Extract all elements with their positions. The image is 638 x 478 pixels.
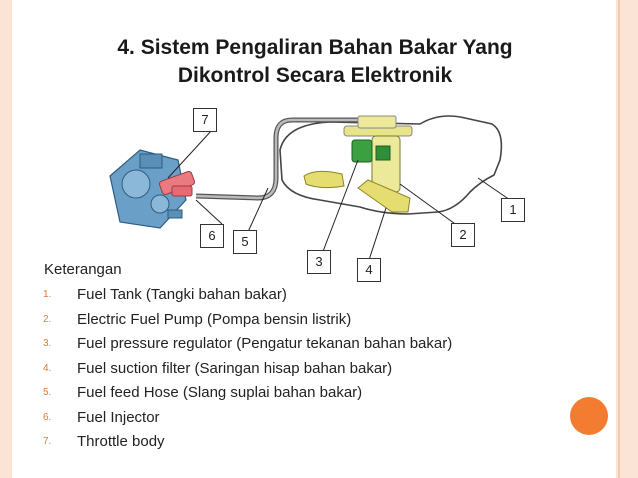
fuel-injector bbox=[158, 170, 196, 197]
legend-text: Fuel feed Hose (Slang suplai bahan bakar… bbox=[77, 384, 363, 402]
legend-list: 1. Fuel Tank (Tangki bahan bakar) 2. Elect… bbox=[40, 283, 452, 455]
throttle-body bbox=[109, 149, 187, 229]
callout-2: 2 bbox=[451, 223, 475, 247]
legend-index: 1. bbox=[43, 289, 52, 301]
callout-7: 7 bbox=[193, 108, 217, 132]
legend-index: 7. bbox=[43, 436, 52, 448]
suction-filter bbox=[357, 179, 411, 213]
legend-text: Throttle body bbox=[77, 433, 165, 451]
border-line bbox=[618, 0, 620, 478]
legend-text: Fuel Tank (Tangki bahan bakar) bbox=[77, 286, 287, 304]
legend-index: 2. bbox=[43, 313, 52, 325]
legend-item: 6. Fuel Injector bbox=[40, 406, 452, 431]
legend-item: 7. Throttle body bbox=[40, 430, 452, 455]
callout-3: 3 bbox=[307, 250, 331, 274]
legend-index: 3. bbox=[43, 338, 52, 350]
callout-5: 5 bbox=[233, 230, 257, 254]
legend-text: Electric Fuel Pump (Pompa bensin listrik… bbox=[77, 310, 352, 328]
legend-item: 2. Electric Fuel Pump (Pompa bensin listr… bbox=[40, 308, 452, 333]
right-decor-border bbox=[616, 0, 638, 478]
legend-item: 1. Fuel Tank (Tangki bahan bakar) bbox=[40, 283, 452, 308]
legend-text: Fuel pressure regulator (Pengatur tekana… bbox=[77, 335, 453, 353]
title-line-2: Dikontrol Secara Elektronik bbox=[177, 64, 453, 87]
title-line-1: 4. Sistem Pengaliran Bahan Bakar Yang bbox=[117, 36, 513, 59]
callout-6: 6 bbox=[200, 224, 224, 248]
legend-index: 6. bbox=[43, 411, 52, 423]
slide-title: 4. Sistem Pengaliran Bahan Bakar Yang Di… bbox=[60, 34, 570, 90]
pressure-regulator bbox=[351, 139, 373, 163]
callout-4: 4 bbox=[357, 258, 381, 282]
legend-index: 4. bbox=[43, 362, 52, 374]
float-arm bbox=[303, 170, 345, 189]
legend-text: Fuel Injector bbox=[77, 408, 160, 426]
legend-item: 4. Fuel suction filter (Saringan hisap ba… bbox=[40, 357, 452, 382]
legend-text: Fuel suction filter (Saringan hisap baha… bbox=[77, 359, 393, 377]
decorative-orange-circle bbox=[570, 397, 608, 435]
legend-item: 3. Fuel pressure regulator (Pengatur teka… bbox=[40, 332, 452, 357]
legend-item: 5. Fuel feed Hose (Slang suplai bahan bak… bbox=[40, 381, 452, 406]
left-decor-border bbox=[0, 0, 12, 478]
legend-index: 5. bbox=[43, 387, 52, 399]
callout-1: 1 bbox=[501, 198, 525, 222]
legend-heading: Keterangan bbox=[44, 261, 122, 278]
